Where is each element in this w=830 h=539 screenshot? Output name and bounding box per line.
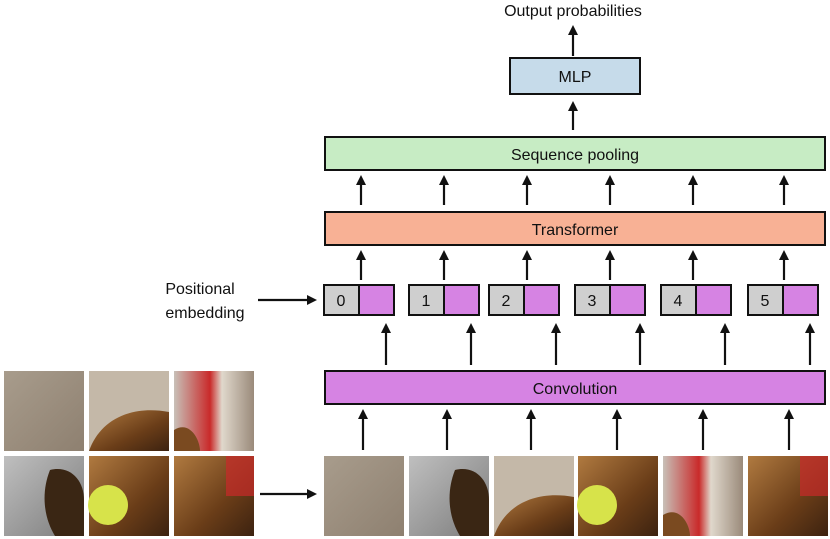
image-patch bbox=[89, 371, 169, 451]
token-embed-cell bbox=[782, 284, 819, 316]
arrows-transformer-to-pooling bbox=[356, 175, 789, 205]
token-index-label: 4 bbox=[674, 293, 683, 310]
image-patch bbox=[324, 456, 404, 536]
patch-sequence bbox=[324, 456, 828, 536]
token-index-cell bbox=[660, 284, 697, 316]
sequence-pooling-label: Sequence pooling bbox=[511, 147, 639, 164]
token-sequence: 0 1 2 3 4 5 bbox=[323, 284, 819, 316]
token-embed-cell bbox=[358, 284, 395, 316]
token-index-cell bbox=[747, 284, 784, 316]
token-index-label: 1 bbox=[422, 293, 431, 310]
image-patch bbox=[663, 456, 743, 536]
arrows-convolution-to-tokens bbox=[381, 323, 815, 365]
image-patch bbox=[88, 456, 169, 536]
token-index-label: 0 bbox=[337, 293, 346, 310]
mlp-label: MLP bbox=[559, 69, 592, 86]
positional-embedding-label-line2: embedding bbox=[165, 305, 244, 322]
token-4: 4 bbox=[660, 284, 732, 316]
token-embed-cell bbox=[443, 284, 480, 316]
output-probabilities-label: Output probabilities bbox=[504, 3, 642, 20]
token-embed-cell bbox=[609, 284, 646, 316]
token-index-label: 5 bbox=[761, 293, 770, 310]
token-0: 0 bbox=[323, 284, 395, 316]
token-index-cell bbox=[488, 284, 525, 316]
token-index-cell bbox=[323, 284, 360, 316]
token-3: 3 bbox=[574, 284, 646, 316]
arrows-patches-to-convolution bbox=[358, 409, 794, 450]
image-patch bbox=[494, 456, 574, 536]
transformer-box bbox=[324, 211, 826, 246]
image-patch bbox=[4, 456, 84, 536]
positional-embedding-label-line1: Positional bbox=[165, 281, 234, 298]
image-patch bbox=[174, 371, 254, 451]
token-index-cell bbox=[408, 284, 445, 316]
image-patch bbox=[4, 371, 84, 451]
sequence-pooling-box bbox=[324, 136, 826, 171]
token-5: 5 bbox=[747, 284, 819, 316]
token-index-label: 2 bbox=[502, 293, 511, 310]
image-patch bbox=[577, 456, 658, 536]
arrows-tokens-to-transformer bbox=[356, 250, 789, 280]
token-embed-cell bbox=[523, 284, 560, 316]
token-2: 2 bbox=[488, 284, 560, 316]
image-patch bbox=[748, 456, 828, 536]
source-image-grid bbox=[4, 371, 254, 536]
token-1: 1 bbox=[408, 284, 480, 316]
token-index-label: 3 bbox=[588, 293, 597, 310]
image-patch bbox=[174, 456, 254, 536]
convolution-box bbox=[324, 370, 826, 405]
image-patch bbox=[409, 456, 489, 536]
mlp-box bbox=[509, 57, 641, 95]
convolution-label: Convolution bbox=[533, 381, 618, 398]
token-embed-cell bbox=[695, 284, 732, 316]
transformer-label: Transformer bbox=[532, 222, 619, 239]
